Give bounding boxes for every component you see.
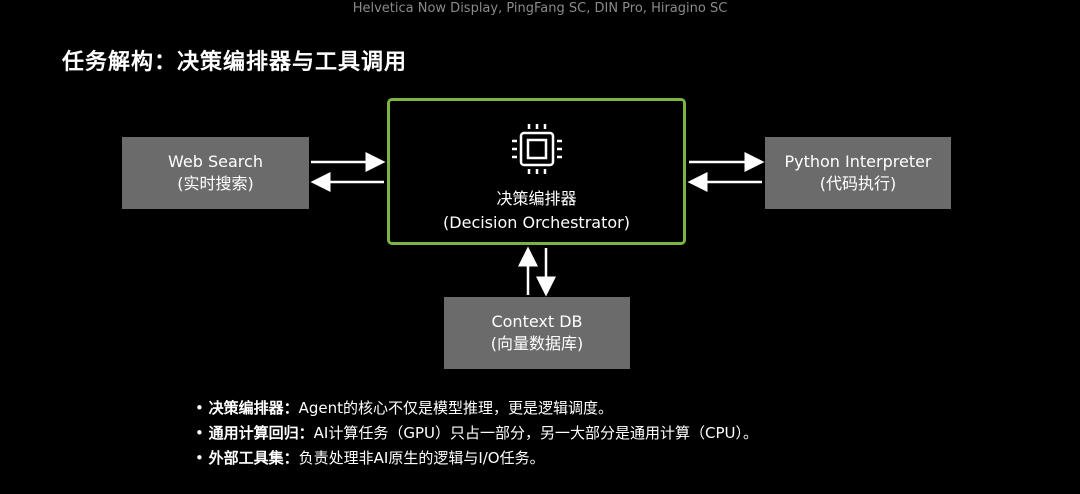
context-db-sub: (向量数据库)	[490, 334, 584, 353]
font-note: Helvetica Now Display, PingFang SC, DIN …	[352, 1, 728, 16]
context-db-label: Context DB	[491, 312, 583, 331]
bullet-text: 负责处理非AI原生的逻辑与I/O任务。	[298, 449, 545, 467]
bullet-item: • 决策编排器：Agent的核心不仅是模型推理，更是逻辑调度。	[195, 399, 614, 417]
python-label: Python Interpreter	[784, 152, 932, 171]
bullet-item: • 外部工具集：负责处理非AI原生的逻辑与I/O任务。	[195, 449, 545, 467]
bullet-term: 外部工具集：	[208, 449, 299, 467]
cpu-chip-icon	[511, 124, 562, 174]
web-search-label: Web Search	[168, 152, 263, 171]
context-db-node: Context DB (向量数据库)	[444, 297, 630, 369]
python-interpreter-node: Python Interpreter (代码执行)	[765, 137, 951, 209]
web-search-node: Web Search (实时搜索)	[122, 137, 309, 209]
page-title: 任务解构：决策编排器与工具调用	[62, 50, 408, 75]
python-sub: (代码执行)	[819, 174, 897, 193]
decision-orchestrator-node: 决策编排器 (Decision Orchestrator)	[387, 98, 686, 245]
orchestrator-label-en: (Decision Orchestrator)	[443, 213, 630, 232]
bullet-list: • 决策编排器：Agent的核心不仅是模型推理，更是逻辑调度。 • 通用计算回归…	[195, 396, 758, 471]
bullet-text: AI计算任务（GPU）只占一部分，另一大部分是通用计算（CPU）。	[313, 424, 758, 442]
orchestrator-label-cn: 决策编排器	[496, 189, 577, 208]
bullet-term: 通用计算回归：	[208, 424, 314, 442]
bullet-item: • 通用计算回归：AI计算任务（GPU）只占一部分，另一大部分是通用计算（CPU…	[195, 424, 758, 442]
web-search-sub: (实时搜索)	[177, 174, 254, 193]
bullet-term: 决策编排器：	[208, 399, 299, 417]
bullet-text: Agent的核心不仅是模型推理，更是逻辑调度。	[298, 399, 614, 417]
